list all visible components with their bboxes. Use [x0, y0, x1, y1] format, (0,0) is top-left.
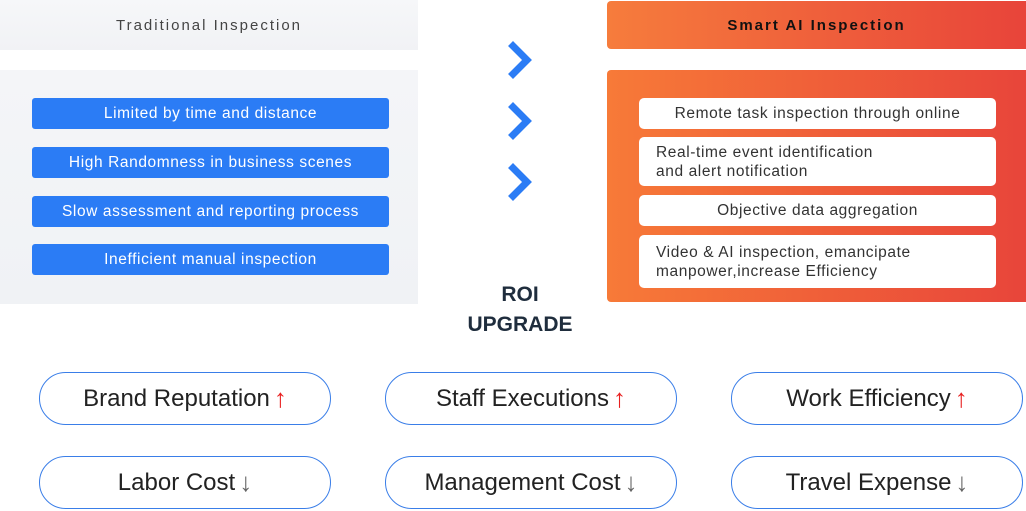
smart-item-line: Remote task inspection through online: [674, 105, 961, 122]
smart-item-line: manpower,increase Efficiency: [656, 262, 878, 280]
outcome-label: Management Cost: [424, 468, 621, 496]
smart-ai-inspection-title: Smart AI Inspection: [607, 1, 1026, 49]
traditional-item: Inefficient manual inspection: [32, 244, 389, 275]
roi-line: ROI: [501, 283, 539, 306]
outcome-label: Brand Reputation: [83, 384, 270, 412]
traditional-item: High Randomness in business scenes: [32, 147, 389, 178]
upgrade-line: UPGRADE: [467, 313, 573, 336]
arrow-down-icon: ↓: [955, 467, 969, 497]
smart-ai-inspection-panel: Remote task inspection through online Re…: [607, 70, 1026, 302]
outcome-pill: Travel Expense ↓: [731, 456, 1023, 509]
traditional-item: Slow assessment and reporting process: [32, 196, 389, 227]
traditional-inspection-panel: Limited by time and distance High Random…: [0, 70, 418, 304]
arrow-down-icon: ↓: [239, 467, 253, 497]
outcome-pill: Labor Cost ↓: [39, 456, 331, 509]
arrow-up-icon: ↑: [273, 383, 287, 413]
arrow-up-icon: ↑: [613, 383, 626, 413]
smart-item: Video & AI inspection, emancipate manpow…: [639, 235, 996, 288]
smart-item-line: Objective data aggregation: [717, 202, 918, 219]
arrow-up-icon: ↑: [954, 383, 968, 413]
smart-item: Remote task inspection through online: [639, 98, 996, 129]
outcome-label: Work Efficiency: [786, 384, 951, 412]
smart-item-line: Real-time event identification: [656, 143, 874, 161]
chevron-right-icon: [508, 41, 532, 79]
smart-item: Objective data aggregation: [639, 195, 996, 226]
chevron-right-icon: [508, 102, 532, 140]
outcome-pill: Work Efficiency ↑: [731, 372, 1023, 425]
roi-upgrade-label: ROI UPGRADE: [440, 280, 600, 340]
outcome-pill: Management Cost ↓: [385, 456, 677, 509]
outcome-pill: Brand Reputation ↑: [39, 372, 331, 425]
outcome-label: Labor Cost: [117, 468, 236, 496]
chevron-right-icon: [508, 163, 532, 201]
smart-item-line: Video & AI inspection, emancipate: [656, 243, 911, 261]
smart-item-line: and alert notification: [656, 162, 808, 180]
arrow-down-icon: ↓: [624, 467, 638, 497]
smart-item: Real-time event identification and alert…: [639, 137, 996, 186]
outcome-pill: Staff Executions ↑: [385, 372, 677, 425]
traditional-inspection-title: Traditional Inspection: [0, 0, 418, 50]
outcome-label: Travel Expense: [785, 468, 952, 496]
traditional-item: Limited by time and distance: [32, 98, 389, 129]
outcome-label: Staff Executions: [436, 384, 609, 412]
